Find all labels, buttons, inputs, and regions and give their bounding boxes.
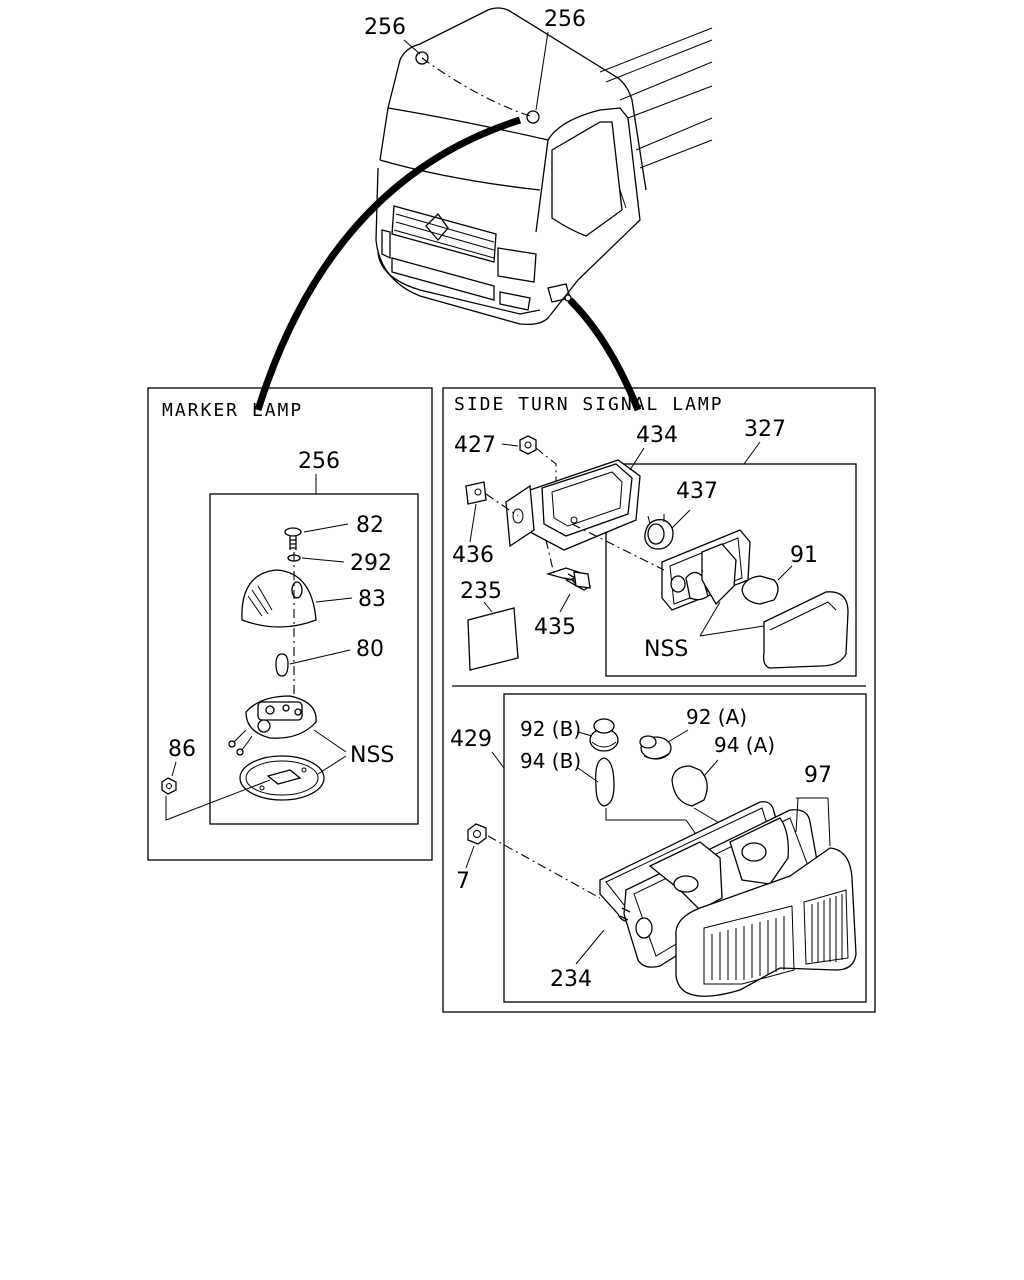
nut-7 <box>467 823 487 845</box>
callout-235: 235 <box>460 579 502 604</box>
callout-92b: 92 (B) <box>520 717 581 741</box>
callout-7: 7 <box>456 869 470 894</box>
callout-92a: 92 (A) <box>686 705 747 729</box>
clip-436 <box>465 481 487 505</box>
leader-sweep-marker <box>254 116 522 412</box>
callout-256-roof-left: 256 <box>364 15 406 40</box>
nut-427 <box>519 435 537 455</box>
callout-435: 435 <box>534 615 576 640</box>
callout-256-marker: 256 <box>298 449 340 474</box>
marker-lamp-title: MARKER LAMP <box>162 400 303 421</box>
bulb-80 <box>275 653 289 677</box>
lamp-gasket-plate <box>239 755 325 801</box>
callout-327: 327 <box>744 417 786 442</box>
rear-lamp-housing <box>599 801 819 968</box>
lower-lamp-assembly-box <box>503 693 867 1003</box>
callout-437: 437 <box>676 479 718 504</box>
truck-cab-illustration <box>375 7 713 326</box>
lamp-housing-434 <box>529 459 641 551</box>
bulb-91 <box>741 575 779 605</box>
lamp-base-socket <box>228 695 317 756</box>
callout-94a: 94 (A) <box>714 733 775 757</box>
callout-292: 292 <box>350 551 392 576</box>
callout-436: 436 <box>452 543 494 568</box>
rear-lamp-lens-97 <box>675 847 857 997</box>
nut-86 <box>161 777 177 795</box>
side-turn-signal-lamp-panel <box>442 387 876 1013</box>
callout-434: 434 <box>636 423 678 448</box>
callout-234: 234 <box>550 967 592 992</box>
screw-82 <box>284 527 302 550</box>
side-turn-title: SIDE TURN SIGNAL LAMP <box>454 394 724 415</box>
marker-lamp-panel <box>147 387 433 861</box>
callout-427: 427 <box>454 433 496 458</box>
callout-86: 86 <box>168 737 196 762</box>
callout-94b: 94 (B) <box>520 749 581 773</box>
bracket-plate <box>505 484 535 548</box>
lamp-base-plate-327 <box>661 529 751 611</box>
marker-lamp-subassembly-box <box>209 493 419 825</box>
callout-91: 91 <box>790 543 818 568</box>
subassembly-box-327 <box>605 463 857 677</box>
callout-nss-marker: NSS <box>350 743 394 768</box>
callout-97: 97 <box>804 763 832 788</box>
socket-437 <box>644 514 674 550</box>
callout-429: 429 <box>450 727 492 752</box>
bulb-94-a <box>671 765 708 807</box>
callout-83: 83 <box>358 587 386 612</box>
bulb-92-a <box>639 735 672 760</box>
callout-82: 82 <box>356 513 384 538</box>
callout-nss-side: NSS <box>644 637 688 662</box>
gasket-235 <box>467 607 519 671</box>
callout-256-roof-right: 256 <box>544 7 586 32</box>
bulb-94-b <box>595 757 615 807</box>
bolt-435 <box>545 567 592 591</box>
callout-80: 80 <box>356 637 384 662</box>
bulb-92-b <box>589 718 619 752</box>
lens-83 <box>241 569 317 628</box>
roof-marker-lamp-right <box>526 110 540 124</box>
leader-sweep-side-turn <box>567 297 642 412</box>
side-turn-lens <box>762 591 849 669</box>
